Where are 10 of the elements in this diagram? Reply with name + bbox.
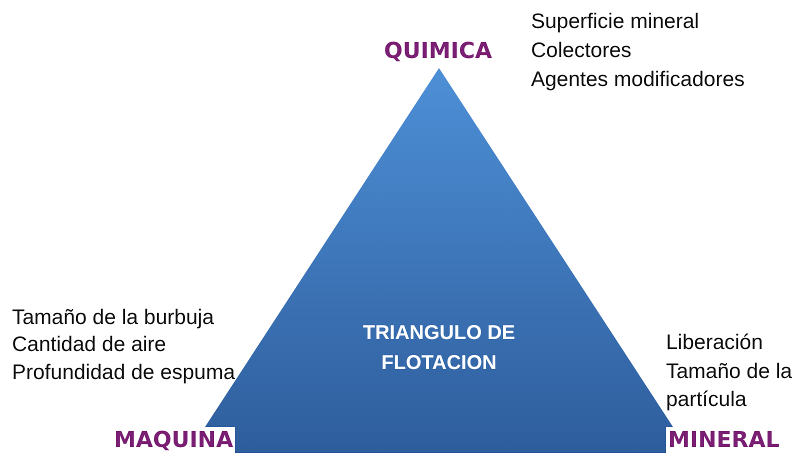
factor-text: Cantidad de aire — [12, 332, 166, 358]
corner-label: MINERAL — [666, 427, 782, 455]
factor-text: Superficie mineral — [531, 9, 700, 35]
factor-text: Tamaño de la burbuja — [12, 305, 214, 331]
factor-text: Agentes modificadores — [531, 67, 745, 93]
node-title: TRIANGULO DE FLOTACION — [362, 321, 516, 376]
factor-text: Profundidad de espuma — [12, 360, 235, 386]
factor-text: Colectores — [531, 38, 632, 64]
factor-text: Liberación — [666, 330, 763, 356]
factor-text: Tamaño de la partícula — [666, 359, 794, 413]
